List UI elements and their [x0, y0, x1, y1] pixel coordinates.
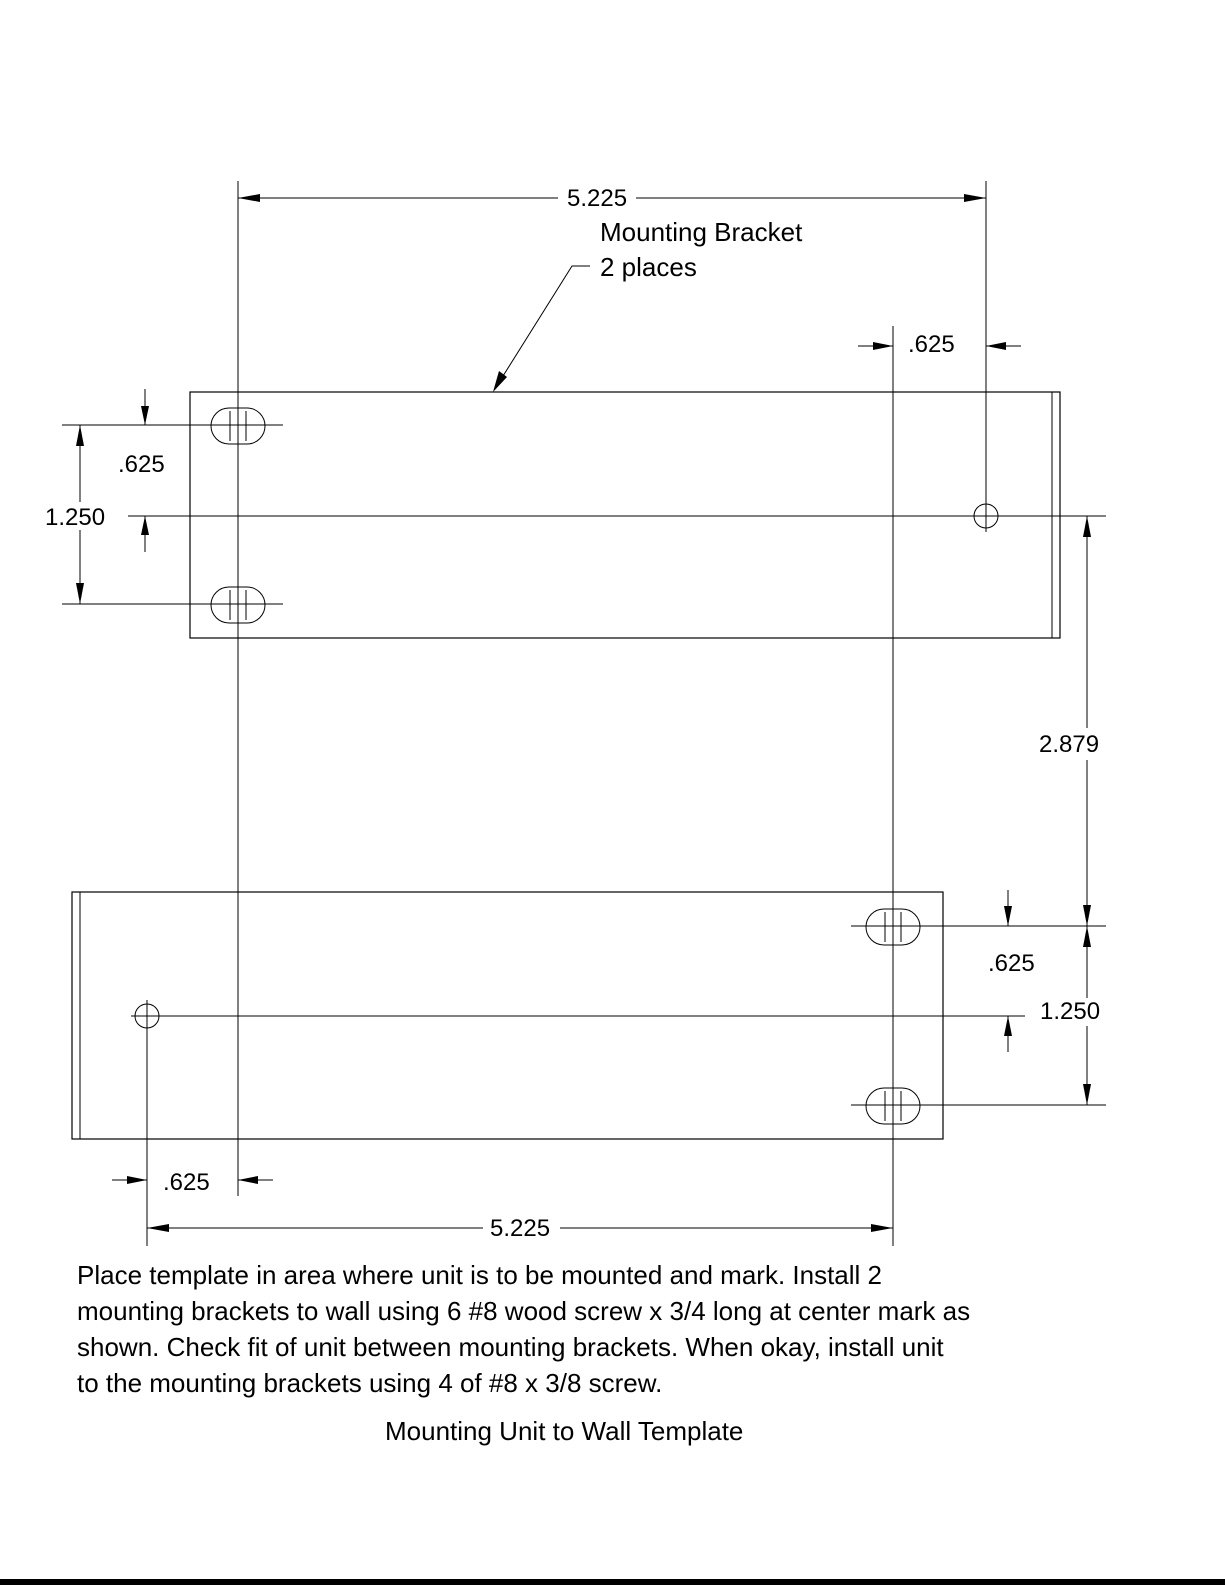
- bracket-callout: Mounting Bracket 2 places: [493, 217, 803, 392]
- dim-right-half-spacing-label: .625: [988, 950, 1035, 977]
- dim-left-half-spacing-label: .625: [118, 451, 165, 478]
- instruction-line-4: to the mounting brackets using 4 of #8 x…: [77, 1368, 662, 1398]
- dim-left-slot-spacing: 1.250: [40, 425, 110, 604]
- dim-top-span: 5.225: [238, 185, 986, 212]
- instruction-line-2: mounting brackets to wall using 6 #8 woo…: [77, 1296, 970, 1326]
- dim-top-edge-offset: .625: [858, 331, 1021, 358]
- extension-lines: [62, 181, 1106, 1246]
- instructions: Place template in area where unit is to …: [77, 1260, 970, 1398]
- dim-right-slot-spacing-label: 1.250: [1040, 998, 1100, 1025]
- dim-bottom-edge-offset-label: .625: [163, 1169, 210, 1196]
- dim-bracket-gap: 2.879: [1039, 516, 1099, 926]
- dim-right-slot-spacing: 1.250: [1036, 926, 1106, 1105]
- dim-top-span-label: 5.225: [567, 185, 627, 212]
- dim-bracket-gap-label: 2.879: [1039, 731, 1099, 758]
- page-bottom-rule: [0, 1579, 1225, 1585]
- dim-bottom-edge-offset: .625: [112, 1169, 273, 1196]
- dim-bottom-span-label: 5.225: [490, 1215, 550, 1242]
- dim-right-half-spacing: .625: [988, 890, 1035, 1052]
- top-bracket: [189, 391, 1061, 639]
- instruction-line-1: Place template in area where unit is to …: [77, 1260, 882, 1290]
- callout-line2: 2 places: [600, 252, 697, 282]
- dim-left-slot-spacing-label: 1.250: [45, 504, 105, 531]
- dim-bottom-span: 5.225: [147, 1215, 893, 1242]
- dim-top-edge-offset-label: .625: [908, 331, 955, 358]
- dim-left-half-spacing: .625: [118, 389, 165, 552]
- instruction-line-3: shown. Check fit of unit between mountin…: [77, 1332, 944, 1362]
- drawing-caption: Mounting Unit to Wall Template: [385, 1416, 743, 1446]
- callout-line1: Mounting Bracket: [600, 217, 803, 247]
